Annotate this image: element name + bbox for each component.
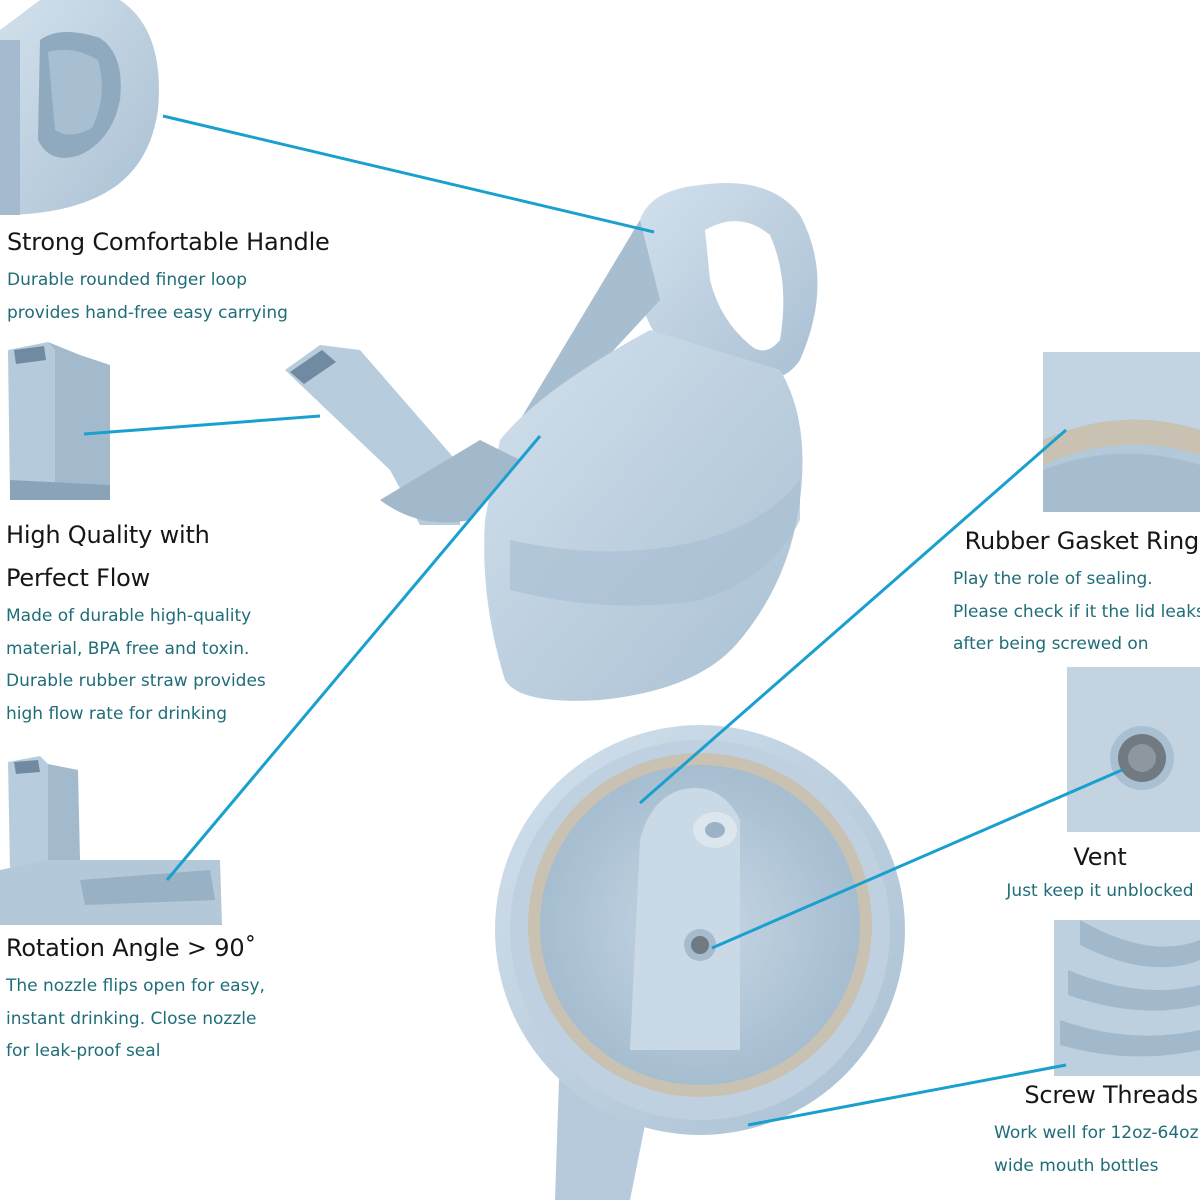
callout-line-handle: [162, 114, 655, 234]
rotation-closeup-image: [0, 756, 222, 925]
feature-threads-title: Screw Threads: [1024, 1081, 1198, 1109]
feature-flow-desc-line-3: Durable rubber straw provides: [6, 671, 266, 691]
feature-rotation-title: Rotation Angle > 90˚: [6, 934, 257, 962]
feature-flow: High Quality with Perfect Flow Made of d…: [6, 514, 266, 730]
feature-gasket-desc-line-3: after being screwed on: [953, 634, 1149, 654]
callout-line-flow: [83, 414, 321, 436]
feature-vent-title: Vent: [1073, 843, 1127, 871]
callout-line-vent: [711, 768, 1123, 950]
feature-gasket-desc-line-1: Play the role of sealing.: [953, 569, 1153, 589]
feature-gasket-title: Rubber Gasket Ring: [964, 527, 1200, 555]
feature-threads-desc-line-1: Work well for 12oz-64oz: [994, 1123, 1199, 1143]
feature-handle-desc-line-1: Durable rounded finger loop: [7, 270, 248, 290]
lid-underside-view-image: [495, 725, 905, 1200]
callout-line-rotation: [165, 435, 542, 881]
feature-handle-desc-line-2: provides hand-free easy carrying: [7, 302, 288, 323]
callout-lines: [83, 114, 1123, 1127]
feature-flow-desc-line-1: Made of durable high-quality: [6, 606, 252, 626]
gasket-closeup-image: [1043, 352, 1200, 512]
feature-gasket-desc-line-2: Please check if it the lid leaks: [953, 601, 1200, 622]
feature-vent: Vent Just keep it unblocked: [1004, 836, 1196, 903]
threads-closeup-image: [1054, 920, 1200, 1076]
feature-vent-desc: Just keep it unblocked: [1006, 881, 1194, 901]
feature-handle: Strong Comfortable Handle Durable rounde…: [7, 221, 330, 329]
lid-side-view-image: [285, 183, 818, 701]
vent-closeup-image: [1067, 667, 1200, 832]
feature-rotation: Rotation Angle > 90˚ The nozzle flips op…: [6, 927, 265, 1068]
feature-rotation-desc-line-1: The nozzle flips open for easy,: [6, 976, 265, 996]
feature-flow-title-line-2: Perfect Flow: [6, 564, 151, 592]
callout-line-gasket: [639, 428, 1067, 805]
handle-closeup-image: [0, 0, 159, 215]
feature-threads-desc-line-2: wide mouth bottles: [994, 1155, 1159, 1176]
feature-threads: Screw Threads Work well for 12oz-64oz wi…: [994, 1074, 1199, 1182]
feature-rotation-desc-line-2: instant drinking. Close nozzle: [6, 1008, 257, 1029]
feature-flow-desc-line-2: material, BPA free and toxin.: [6, 638, 250, 659]
feature-handle-title: Strong Comfortable Handle: [7, 228, 330, 256]
callout-line-threads: [747, 1063, 1067, 1127]
feature-rotation-desc-line-3: for leak-proof seal: [6, 1041, 161, 1061]
feature-flow-desc-line-4: high flow rate for drinking: [6, 703, 228, 724]
feature-flow-title-line-1: High Quality with: [6, 521, 210, 549]
straw-closeup-image: [8, 342, 110, 500]
feature-gasket: Rubber Gasket Ring Play the role of seal…: [953, 520, 1200, 661]
